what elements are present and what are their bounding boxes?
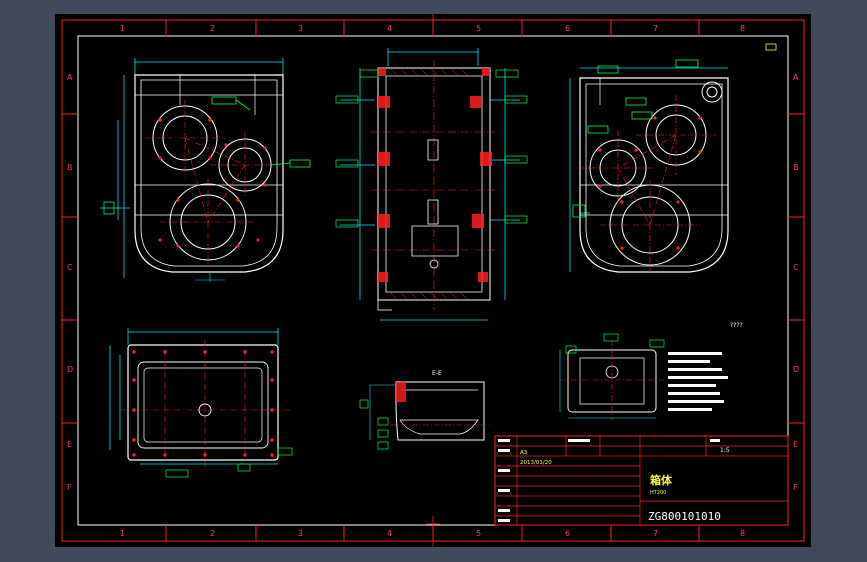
zone-col-6: 6	[565, 24, 570, 33]
zone-col-2b: 2	[210, 529, 215, 538]
zone-row-B: B	[67, 163, 73, 172]
zone-row-E: E	[67, 440, 72, 449]
zone-col-4: 4	[387, 24, 392, 33]
notes-title: ????	[730, 322, 743, 329]
zone-row-B-r: B	[793, 163, 799, 172]
zone-row-D: D	[67, 365, 73, 374]
zone-row-F: F	[67, 483, 72, 492]
zone-row-D-r: D	[793, 365, 799, 374]
zone-col-4b: 4	[387, 529, 392, 538]
detail-view	[559, 333, 665, 420]
zone-col-7b: 7	[653, 529, 658, 538]
zone-row-A: A	[67, 73, 73, 82]
plan-view-bottom-left	[109, 328, 293, 478]
title-block: A3 2013/01/20 1:5 箱体 HT200 ZG800101010	[494, 435, 789, 526]
title-block-sheet: A3	[520, 450, 528, 456]
zone-col-5: 5	[476, 24, 481, 33]
zone-col-7: 7	[653, 24, 658, 33]
zone-row-F-r: F	[793, 483, 798, 492]
zone-col-3b: 3	[298, 529, 303, 538]
part-name: 箱体	[650, 473, 673, 487]
drawing-number: ZG800101010	[648, 510, 721, 523]
zone-col-5b: 5	[476, 529, 481, 538]
zone-col-8b: 8	[740, 529, 745, 538]
section-e-e-label: E-E	[432, 370, 442, 377]
zone-col-1: 1	[120, 24, 125, 33]
title-block-scale: 1:5	[720, 447, 730, 454]
zone-row-A-r: A	[793, 73, 799, 82]
technical-notes: ????	[668, 322, 743, 411]
section-e-e-view: E-E	[359, 370, 490, 450]
zone-col-6b: 6	[565, 529, 570, 538]
section-view-middle	[335, 48, 528, 321]
rear-view-right	[569, 43, 777, 273]
zone-col-8: 8	[740, 24, 745, 33]
front-view-left	[100, 58, 311, 282]
zone-col-3: 3	[298, 24, 303, 33]
zone-row-C: C	[67, 263, 73, 272]
title-block-date: 2013/01/20	[520, 460, 552, 466]
zone-labels: 1 2 3 4 5 6 7 8 1 2 3 4 5 6 7 8 A B C D …	[67, 24, 799, 538]
zone-col-1b: 1	[120, 529, 125, 538]
zone-row-C-r: C	[793, 263, 799, 272]
zone-row-E-r: E	[793, 440, 798, 449]
part-material: HT200	[650, 490, 666, 496]
zone-col-2: 2	[210, 24, 215, 33]
sheet-center-marks	[426, 14, 440, 547]
drawing-sheet	[55, 14, 811, 547]
